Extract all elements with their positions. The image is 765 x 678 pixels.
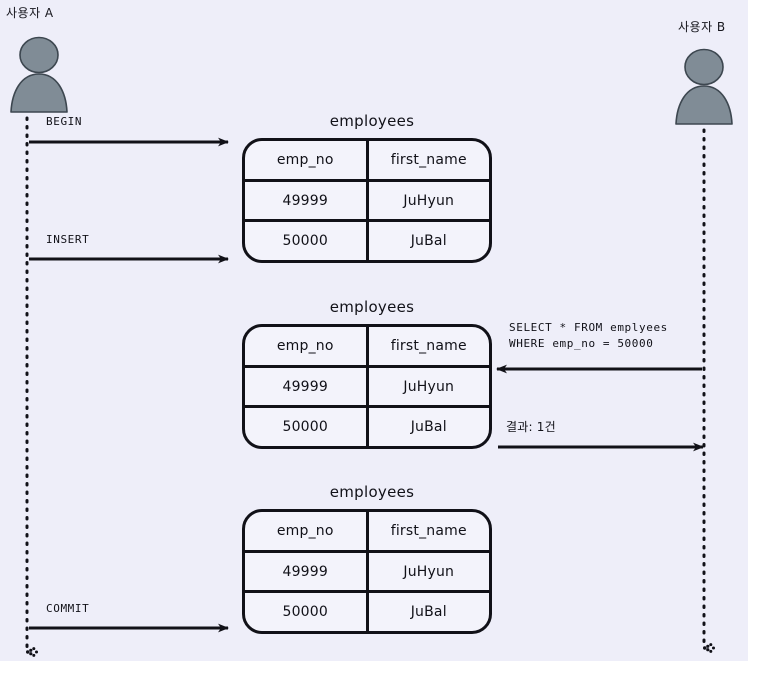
table-row: 49999 JuHyun xyxy=(245,364,490,406)
message-label-begin: BEGIN xyxy=(46,115,83,128)
cell-emp-no: 50000 xyxy=(282,604,329,621)
table-title-1: employees xyxy=(329,112,415,130)
table-employees-1: emp_no first_name 49999 JuHyun 50000 JuB… xyxy=(242,138,492,263)
cell-first-name: JuBal xyxy=(365,408,490,446)
column-header-emp-no: emp_no xyxy=(276,337,334,354)
actor-label-a: 사용자 A xyxy=(6,6,54,20)
column-header-first-name: first_name xyxy=(365,141,490,179)
table-header-row: emp_no first_name xyxy=(245,141,489,179)
table-employees-2: emp_no first_name 49999 JuHyun 50000 JuB… xyxy=(242,324,492,449)
table-row: 50000 JuBal xyxy=(245,405,489,446)
cell-emp-no: 50000 xyxy=(282,419,329,436)
cell-emp-no: 49999 xyxy=(282,192,329,209)
cell-emp-no: 49999 xyxy=(282,563,329,580)
message-label-insert: INSERT xyxy=(46,233,90,246)
column-header-first-name: first_name xyxy=(365,327,490,365)
cell-first-name: JuBal xyxy=(365,222,490,260)
cell-first-name: JuHyun xyxy=(365,367,490,406)
table-employees-3: emp_no first_name 49999 JuHyun 50000 JuB… xyxy=(242,509,492,634)
table-header-row: emp_no first_name xyxy=(245,327,489,365)
message-label-select-line1: SELECT * FROM emplyees xyxy=(509,321,668,334)
cell-first-name: JuHyun xyxy=(365,181,490,220)
column-header-first-name: first_name xyxy=(365,512,490,550)
table-row: 49999 JuHyun xyxy=(245,549,490,591)
table-title-3: employees xyxy=(329,483,415,501)
cell-first-name: JuBal xyxy=(365,593,490,631)
column-header-emp-no: emp_no xyxy=(276,522,334,539)
table-header-row: emp_no first_name xyxy=(245,512,489,550)
actor-label-b: 사용자 B xyxy=(678,20,726,34)
cell-first-name: JuHyun xyxy=(365,552,490,591)
message-label-commit: COMMIT xyxy=(46,602,90,615)
cell-emp-no: 50000 xyxy=(282,233,329,250)
table-row: 50000 JuBal xyxy=(245,219,489,260)
cell-emp-no: 49999 xyxy=(282,378,329,395)
table-title-2: employees xyxy=(329,298,415,316)
table-row: 49999 JuHyun xyxy=(245,178,490,220)
column-header-emp-no: emp_no xyxy=(276,151,334,168)
message-label-select-line2: WHERE emp_no = 50000 xyxy=(509,337,654,350)
table-row: 50000 JuBal xyxy=(245,590,489,631)
message-label-result: 결과: 1건 xyxy=(506,420,556,434)
